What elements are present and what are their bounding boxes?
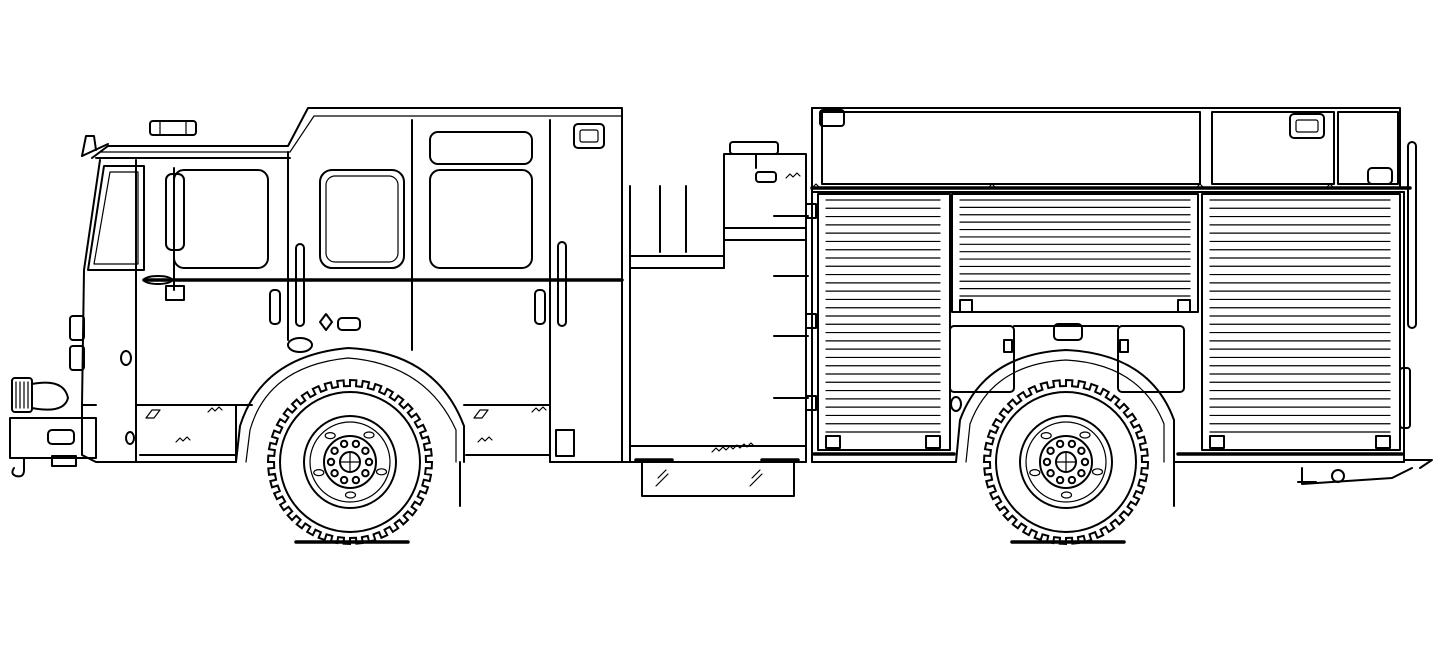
windshield [87, 165, 145, 271]
crew-window-lower [429, 169, 533, 269]
rim [1019, 415, 1113, 509]
front-door-window [173, 169, 269, 269]
lug-nut [361, 446, 370, 455]
tire [995, 391, 1137, 533]
crew-window-upper [429, 131, 533, 165]
upper-compartment-2 [1211, 111, 1335, 185]
grab-handle-icon [295, 243, 305, 327]
side-step-box [641, 461, 795, 497]
lug-nut [1067, 475, 1077, 485]
front-fender [235, 347, 465, 463]
rim-hole [363, 431, 375, 439]
beacon-light-icon [1367, 167, 1393, 185]
lug-nut [339, 439, 349, 449]
lug-nut [1055, 439, 1065, 449]
rim-hole [313, 469, 325, 477]
rim-hole [1060, 491, 1073, 499]
front-bumper-box [9, 417, 97, 459]
side-mirror-icon [165, 167, 185, 301]
rim [303, 415, 397, 509]
lug-nut [351, 439, 361, 449]
lug-nut [361, 469, 370, 478]
lug-nut [339, 475, 349, 485]
rim-hole [1040, 432, 1052, 440]
fuel-cap-icon [287, 337, 313, 353]
door-latch-icon[interactable] [319, 313, 361, 331]
warning-light-icon [11, 377, 69, 413]
lug-nut [1042, 457, 1052, 467]
marker-light-icon [69, 345, 85, 371]
tread-plate-marks [145, 406, 547, 443]
rear-door-window [319, 169, 405, 269]
roll-up-door-left[interactable] [825, 199, 941, 433]
lower-compartment-left[interactable] [949, 325, 1015, 393]
cab-light-icon [573, 123, 605, 149]
door-handle-icon[interactable] [534, 289, 546, 325]
hub [1039, 435, 1093, 489]
rim-hole [344, 491, 357, 499]
pump-module [621, 141, 809, 497]
marker-light-icon [69, 315, 85, 341]
hub [323, 435, 377, 489]
pump-top-light-icon [729, 141, 779, 155]
rim-hole [375, 468, 388, 476]
cab-emblem-icon [143, 275, 173, 285]
upper-compartment-1 [821, 111, 1201, 185]
rim-hole [1091, 468, 1104, 476]
rim-inner [309, 421, 391, 503]
rear-fender [955, 349, 1175, 463]
lug-nut [1067, 439, 1077, 449]
cab-horn-icon [81, 135, 109, 157]
rear-grab-rail-icon [1407, 141, 1417, 329]
lug-nut [1077, 469, 1086, 478]
rim-hole [1079, 431, 1091, 439]
rim-inner [1025, 421, 1107, 503]
front-bumper [9, 315, 97, 478]
roll-up-door-upper[interactable] [959, 199, 1191, 297]
lug-nut [330, 446, 339, 455]
tow-hook-icon[interactable] [11, 457, 25, 478]
rim-hole [1029, 469, 1041, 477]
tire [279, 391, 421, 533]
lug-nut [1080, 457, 1090, 467]
rear-hitch-icon [1297, 459, 1433, 485]
rear-wheel [982, 378, 1150, 546]
lug-nut [1055, 475, 1065, 485]
lug-nut [1046, 446, 1055, 455]
lug-nut [1077, 446, 1086, 455]
roll-up-door-right[interactable] [1209, 199, 1391, 433]
lug-nut [1046, 469, 1055, 478]
roof-light-icon [149, 120, 197, 136]
cab-step-light-icon [555, 429, 575, 457]
lug-nut [326, 457, 336, 467]
grab-handle-icon [557, 241, 567, 327]
rim-hole [324, 432, 336, 440]
tail-light-icon [1399, 367, 1411, 429]
front-wheel [266, 378, 434, 546]
lower-compartment-right[interactable] [1117, 325, 1185, 393]
lug-nut [364, 457, 374, 467]
lug-nut [351, 475, 361, 485]
upper-compartment-3 [1337, 111, 1399, 185]
lug-nut [330, 469, 339, 478]
door-handle-icon[interactable] [269, 289, 281, 325]
cab [81, 107, 624, 507]
step-brackets [773, 215, 809, 399]
rear-body [805, 107, 1433, 507]
